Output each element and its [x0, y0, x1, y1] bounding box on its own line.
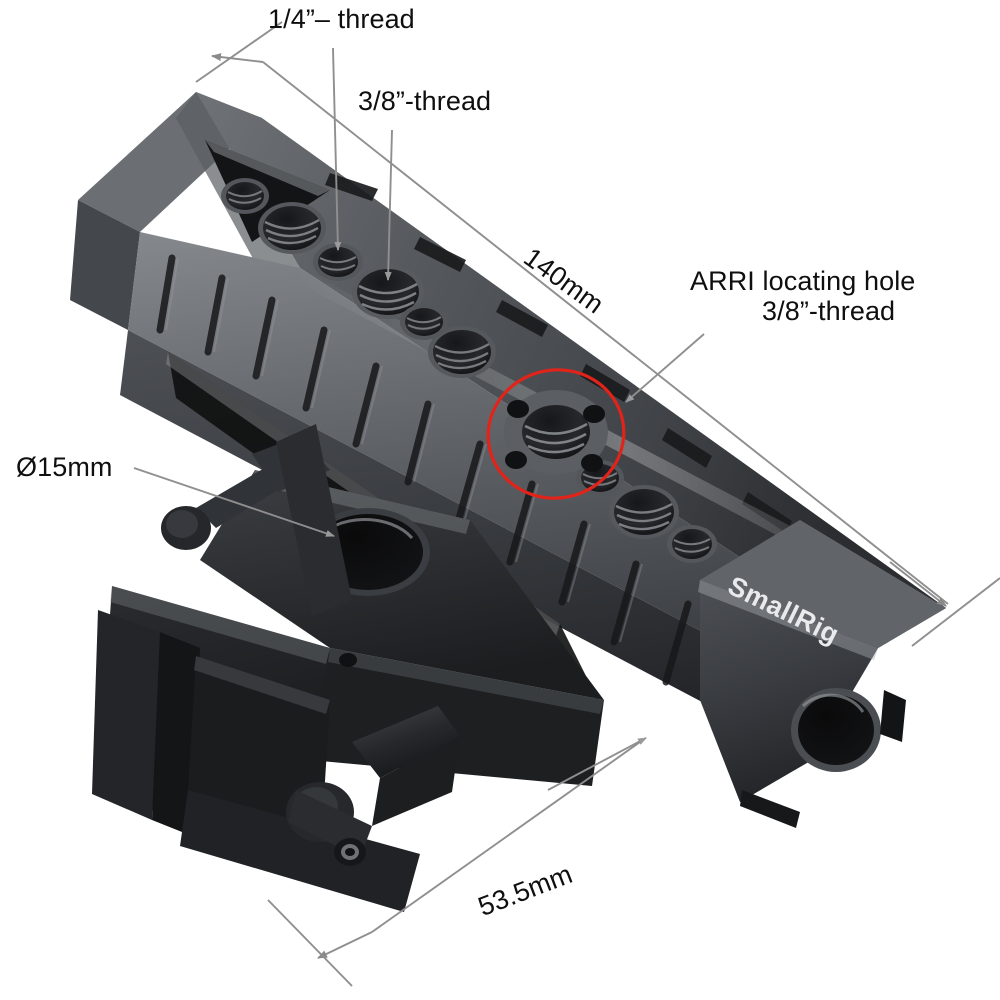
label-quarter-thread: 1/4”– thread: [268, 4, 415, 34]
threaded-holes: [221, 178, 717, 563]
leader-arri: [625, 333, 705, 403]
arri-highlight-circle: [486, 368, 626, 500]
leader-three-eight: [384, 129, 393, 281]
label-arri-line1: ARRI locating hole: [690, 266, 916, 296]
label-arri-line2: 3/8”-thread: [762, 296, 896, 327]
label-three-eight-thread: 3/8”-thread: [358, 86, 492, 116]
leader-lines: [133, 47, 705, 791]
leader-rail: [547, 737, 647, 791]
right-end-block: SmallRig: [698, 520, 946, 828]
label-arri-locating-hole: ARRI locating hole 3/8”-thread: [690, 266, 915, 326]
rod-clamp: [92, 424, 604, 912]
leader-quarter: [332, 47, 342, 251]
arri-locating-hole: [504, 390, 608, 474]
leader-diameter: [133, 467, 335, 537]
dimension-lines: [195, 21, 1000, 987]
label-rod-diameter: Ø15mm: [16, 452, 113, 482]
